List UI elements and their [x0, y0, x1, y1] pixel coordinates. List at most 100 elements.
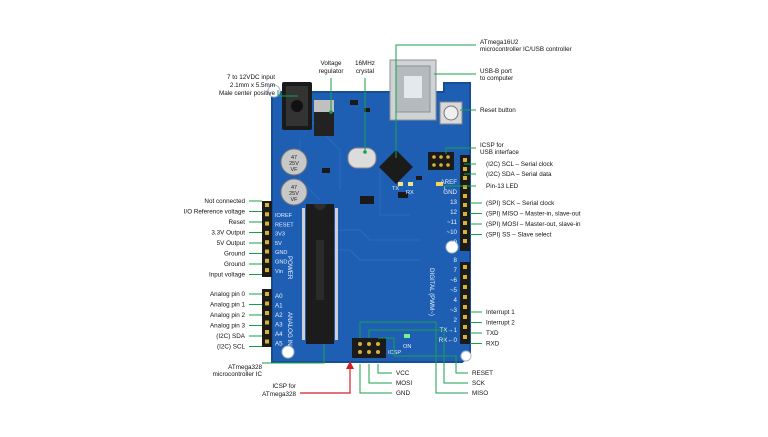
callout-power-jack-line3: Male center positive [219, 90, 275, 97]
right-pin-label: Interrupt 1 [486, 309, 515, 316]
power-header [262, 201, 272, 277]
cap-2-type: VF [290, 197, 298, 203]
digital-header-pins [463, 158, 467, 339]
callout-reset-button: Reset button [480, 107, 516, 114]
digital-silkscreen: AREF [440, 179, 457, 186]
power-silkscreen: GND [275, 250, 287, 256]
led-l [436, 182, 443, 186]
digital-silkscreen: ~9 [450, 239, 458, 246]
analog-pin-label: (I2C) SDA [216, 333, 245, 340]
power-title: POWER [286, 256, 293, 280]
header-pin [463, 285, 467, 289]
header-pin [265, 330, 269, 334]
left-pin-label: Ground [224, 261, 246, 268]
callout-icsp-atmega328-line2: ATmega328 [262, 391, 296, 398]
callout-voltage-regulator-line2: regulator [319, 68, 344, 75]
right-pin-label: (I2C) SDA – Serial data [486, 171, 552, 178]
left-pin-label: 5V Output [217, 240, 246, 247]
mounting-hole [445, 240, 459, 254]
right-pin-callouts: (I2C) SCL – Serial clock (I2C) SDA – Seri… [470, 161, 581, 348]
right-pin-label: (SPI) MISO – Master-in, slave-out [486, 211, 581, 218]
crystal [347, 147, 377, 169]
power-silkscreen: 3V3 [275, 232, 285, 238]
right-pin-label: TXD [486, 330, 499, 337]
callout-crystal-line1: 16MHz [355, 60, 375, 67]
atmega328-chip [306, 204, 334, 344]
analog-silkscreen: A5 [275, 341, 283, 348]
digital-silkscreen: TX→1 [439, 327, 457, 334]
header-pin [463, 335, 467, 339]
header-pin [463, 275, 467, 279]
callout-lines [262, 44, 476, 394]
icsp-label-sck: SCK [472, 380, 486, 387]
power-silkscreen: GND [275, 260, 287, 266]
cap-1-voltage: 25V [289, 161, 299, 167]
header-pin [463, 230, 467, 234]
header-pin [265, 230, 269, 235]
mounting-hole [281, 345, 295, 359]
board-label-icsp: ICSP [388, 350, 401, 356]
digital-silkscreen: ~5 [450, 287, 458, 294]
board-label-tx: TX [392, 186, 399, 192]
analog-silkscreen: A2 [275, 312, 283, 319]
atmega16u2-chip [379, 150, 413, 184]
icsp-usb-header [428, 152, 454, 170]
analog-header-pins [265, 292, 269, 344]
callout-crystal-line2: crystal [356, 68, 374, 75]
header-pin [265, 203, 269, 207]
callout-power-jack-line1: 7 to 12VDC input [227, 74, 275, 81]
icsp-label-reset: RESET [472, 370, 493, 377]
usb-b-port [389, 59, 437, 121]
digital-silkscreen: ~3 [450, 307, 458, 314]
arduino-board: 47 25V VF 47 25V VF [262, 59, 472, 363]
digital-silkscreen: 8 [454, 257, 458, 264]
header-pin [463, 315, 467, 319]
header-pin [265, 212, 269, 217]
digital-silkscreen: 7 [454, 267, 458, 274]
left-pin-label: Reset [229, 219, 246, 226]
right-pin-label: (SPI) MOSI – Master-out, slave-in [486, 221, 581, 228]
right-pin-label: (SPI) SS – Slave select [486, 232, 552, 239]
cap-2-value: 47 [291, 185, 297, 191]
icsp-label-gnd: GND [396, 390, 410, 397]
callout-icsp-usb-line1: ICSP for [480, 142, 504, 149]
analog-pin-label: Analog pin 0 [210, 291, 246, 298]
header-pin [463, 221, 467, 225]
cap-2-voltage: 25V [289, 191, 299, 197]
analog-silkscreen: A0 [275, 293, 283, 300]
callout-atmega16u2-line1: ATmega16U2 [480, 39, 519, 46]
header-pin [463, 265, 467, 269]
callout-dot [329, 110, 333, 114]
capacitor-2: 47 25V VF [280, 178, 308, 206]
power-header-pins [265, 203, 269, 273]
left-pin-label: Input voltage [209, 272, 246, 279]
header-pin [463, 185, 467, 189]
mounting-hole [267, 84, 281, 98]
header-pin [265, 249, 269, 254]
right-pin-label: Pin-13 LED [486, 183, 519, 190]
led-rx [408, 182, 413, 186]
callout-usb-port-line2: to computer [480, 75, 513, 82]
digital-silkscreen: ~6 [450, 277, 458, 284]
header-pin [463, 203, 467, 207]
right-pin-label: RXD [486, 341, 500, 348]
header-pin [265, 339, 269, 344]
analog-pin-label: Analog pin 3 [210, 323, 246, 330]
callout-usb-port-line1: USB-B port [480, 68, 512, 75]
header-pin [265, 320, 269, 325]
header-pin [265, 268, 269, 273]
header-pin [463, 295, 467, 299]
header-pin [463, 239, 467, 243]
analog-pin-label: (I2C) SCL [217, 344, 245, 351]
board-label-l: L [444, 186, 447, 192]
callout-power-jack-line2: 2.1mm x 5.5mm [230, 82, 275, 89]
header-pin [463, 158, 467, 162]
chip-socket-pins [302, 208, 338, 340]
right-pin-label: (I2C) SCL – Serial clock [486, 161, 554, 168]
analog-silkscreen: A1 [275, 303, 283, 310]
